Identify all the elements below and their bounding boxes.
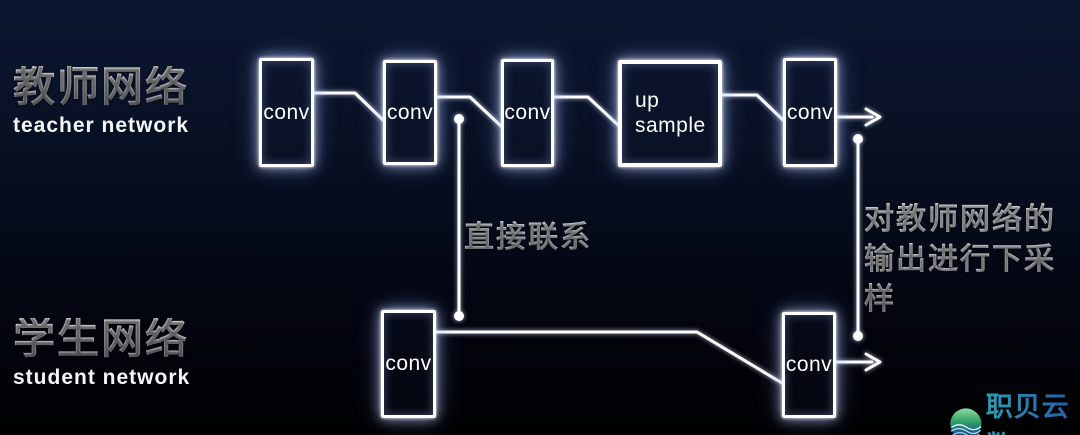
teacher-upsample-block: up sample: [618, 60, 722, 167]
teacher-conv1-label: conv: [263, 100, 310, 124]
teacher-conv1-conv2-link: [312, 91, 385, 122]
teacher-upsample-label: up sample: [622, 89, 706, 139]
teacher-conv3-block: conv: [501, 59, 554, 167]
downsample-top-endpoint: [853, 134, 863, 144]
student-conv2-label: conv: [785, 353, 833, 376]
teacher-conv2-label: conv: [386, 100, 434, 124]
downsample-annotation: 对教师网络的 输出进行下采样: [864, 200, 1080, 320]
teacher-conv4-block: conv: [783, 58, 837, 167]
globe-wave-logo-icon: [950, 408, 982, 435]
student-title-en: student network: [13, 366, 191, 389]
student-conv1-label: conv: [385, 352, 432, 375]
downsample-bottom-endpoint: [853, 331, 863, 341]
student-conv2-block: conv: [782, 312, 836, 418]
downsample-annotation-line2: 输出进行下采样: [864, 243, 1056, 316]
teacher-conv1-block: conv: [259, 58, 314, 167]
watermark-logo: 职贝云数: [949, 385, 1080, 435]
student-network-title: 学生网络 student network: [13, 318, 190, 390]
teacher-conv2-conv3-link: [435, 95, 503, 128]
teacher-conv2-block: conv: [383, 60, 437, 165]
teacher-upsample-conv4-link: [720, 93, 785, 122]
teacher-title-en: teacher network: [13, 114, 190, 137]
student-conv1-conv2-link: [434, 330, 784, 385]
direct-link-annotation: 直接联系: [464, 212, 592, 256]
teacher-output-arrowhead-icon: [864, 107, 882, 127]
direct-link-bottom-endpoint: [454, 311, 464, 321]
logo-wordmark: 职贝云数: [986, 385, 1080, 435]
teacher-conv4-label: conv: [786, 100, 834, 124]
teacher-conv3-label: conv: [504, 101, 551, 124]
student-output-arrowhead-icon: [864, 352, 882, 372]
teacher-title-zh: 教师网络: [13, 63, 190, 110]
upsample-label-line1: up: [635, 88, 660, 112]
direct-link-top-endpoint: [454, 114, 464, 124]
student-title-zh: 学生网络: [13, 315, 190, 362]
student-conv1-block: conv: [381, 310, 436, 418]
teacher-conv3-upsample-link: [552, 95, 620, 127]
upsample-label-line2: sample: [635, 113, 706, 137]
downsample-annotation-line1: 对教师网络的: [864, 203, 1056, 236]
teacher-network-title: 教师网络 teacher network: [13, 66, 189, 138]
